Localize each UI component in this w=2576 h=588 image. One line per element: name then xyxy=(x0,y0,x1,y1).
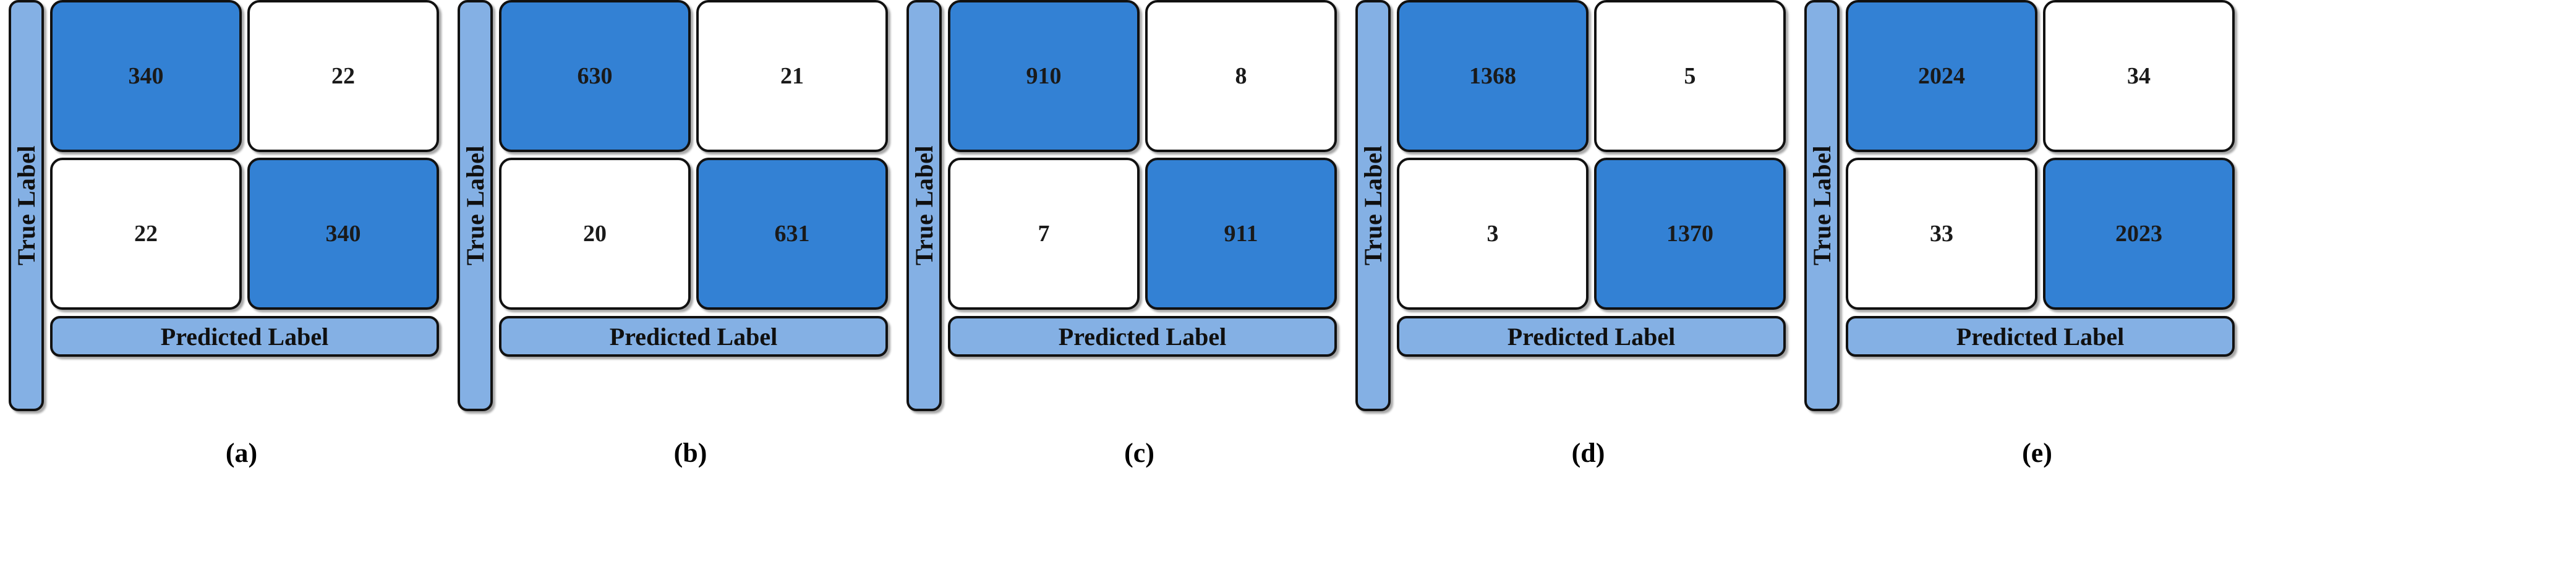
predicted-label-text: Predicted Label xyxy=(1956,322,2125,351)
matrix-cell-r0-c1: 8 xyxy=(1145,0,1337,152)
predicted-label-axis-bar: Predicted Label xyxy=(50,316,439,357)
true-label-axis-bar: True Label xyxy=(906,0,942,411)
predicted-label-axis-bar: Predicted Label xyxy=(499,316,888,357)
true-label-text: True Label xyxy=(461,145,489,266)
matrix-cell-r0-c0: 910 xyxy=(948,0,1140,152)
panel-caption-d: (d) xyxy=(1571,438,1605,468)
true-label-text: True Label xyxy=(12,145,40,266)
true-label-axis-bar: True Label xyxy=(1355,0,1391,411)
matrix-cell-r1-c1: 631 xyxy=(696,158,888,310)
true-label-axis-bar: True Label xyxy=(1804,0,1840,411)
predicted-label-axis-bar: Predicted Label xyxy=(1846,316,2235,357)
matrix-cell-r1-c0: 20 xyxy=(499,158,691,310)
predicted-label-text: Predicted Label xyxy=(160,322,329,351)
predicted-label-text: Predicted Label xyxy=(609,322,778,351)
predicted-label-text: Predicted Label xyxy=(1058,322,1227,351)
matrix-cell-r0-c1: 22 xyxy=(247,0,439,152)
predicted-label-axis-bar: Predicted Label xyxy=(1397,316,1786,357)
panel-caption-a: (a) xyxy=(225,438,258,468)
matrix-cell-r0-c0: 630 xyxy=(499,0,691,152)
true-label-text: True Label xyxy=(910,145,938,266)
true-label-text: True Label xyxy=(1359,145,1387,266)
matrix-cell-r1-c0: 33 xyxy=(1846,158,2037,310)
matrix-cell-r1-c1: 911 xyxy=(1145,158,1337,310)
matrix-cell-r0-c1: 34 xyxy=(2043,0,2235,152)
matrix-cell-r0-c1: 5 xyxy=(1594,0,1786,152)
matrix-cell-r0-c0: 340 xyxy=(50,0,242,152)
matrix-cell-r0-c0: 2024 xyxy=(1846,0,2037,152)
true-label-axis-bar: True Label xyxy=(9,0,44,411)
matrix-cell-r1-c0: 3 xyxy=(1397,158,1589,310)
true-label-axis-bar: True Label xyxy=(458,0,493,411)
matrix-cell-r1-c1: 340 xyxy=(247,158,439,310)
panel-caption-b: (b) xyxy=(673,438,707,468)
panel-caption-e: (e) xyxy=(2022,438,2052,468)
matrix-cell-r0-c0: 1368 xyxy=(1397,0,1589,152)
matrix-cell-r0-c1: 21 xyxy=(696,0,888,152)
predicted-label-axis-bar: Predicted Label xyxy=(948,316,1337,357)
matrix-cell-r1-c1: 1370 xyxy=(1594,158,1786,310)
matrix-cell-r1-c0: 7 xyxy=(948,158,1140,310)
matrix-cell-r1-c0: 22 xyxy=(50,158,242,310)
panel-caption-c: (c) xyxy=(1124,438,1154,468)
predicted-label-text: Predicted Label xyxy=(1507,322,1676,351)
matrix-cell-r1-c1: 2023 xyxy=(2043,158,2235,310)
true-label-text: True Label xyxy=(1808,145,1836,266)
